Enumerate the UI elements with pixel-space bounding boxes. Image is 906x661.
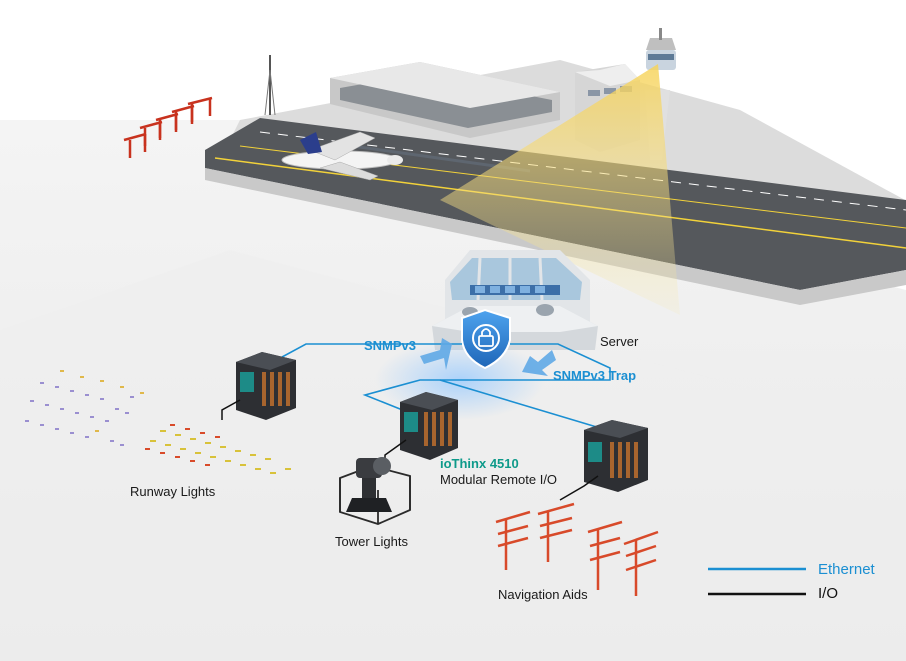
server-label: Server xyxy=(600,334,639,349)
runway-light-field xyxy=(25,370,291,474)
device-name-label: ioThinx 4510 xyxy=(440,456,519,471)
antenna-mast xyxy=(264,55,276,116)
legend-io-label: I/O xyxy=(818,585,839,602)
remote-io-module-left xyxy=(236,352,296,420)
tower-light xyxy=(339,457,411,525)
remote-io-module-right xyxy=(584,420,648,492)
device-desc-label: Modular Remote I/O xyxy=(440,472,558,487)
security-shield-lock-icon xyxy=(461,308,511,370)
ground-shadow xyxy=(0,250,906,661)
legend-ethernet-label: Ethernet xyxy=(818,561,875,578)
navigation-aids-label: Navigation Aids xyxy=(498,587,588,602)
airplane xyxy=(281,131,403,181)
control-tower xyxy=(440,28,680,315)
terminal-building xyxy=(330,62,560,173)
approach-light-masts xyxy=(123,96,213,158)
navigation-aid-masts xyxy=(495,502,659,596)
tower-lights-label: Tower Lights xyxy=(335,534,408,549)
snmpv3-trap-arrow xyxy=(522,350,556,376)
tower-beam xyxy=(440,64,680,315)
snmpv3-label: SNMPv3 xyxy=(364,338,417,353)
runway-lights-label: Runway Lights xyxy=(130,484,216,499)
snmpv3-trap-label: SNMPv3 Trap xyxy=(553,368,637,383)
remote-io-module-center xyxy=(400,392,458,460)
snmpv3-arrow xyxy=(420,338,452,370)
